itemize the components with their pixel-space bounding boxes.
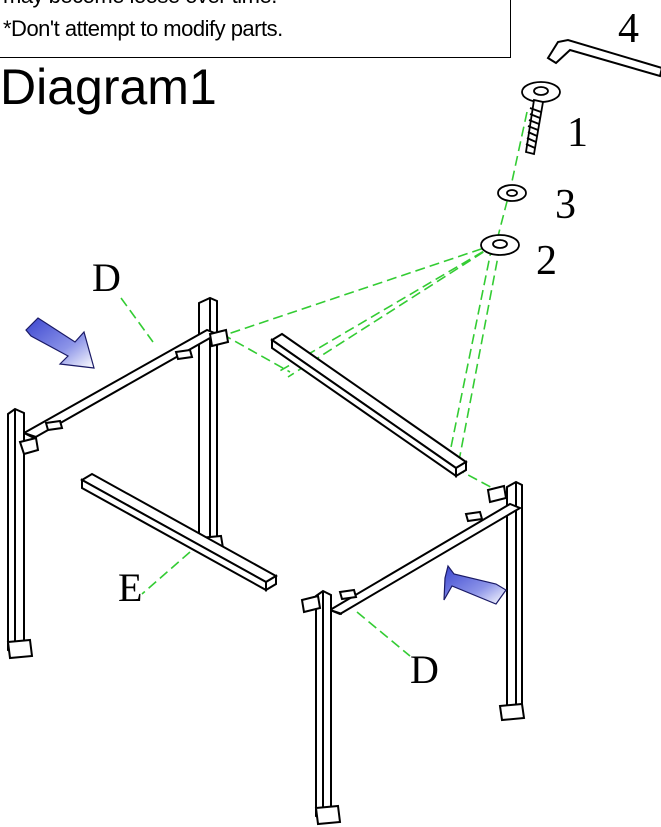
frame-d-front	[300, 480, 526, 826]
label-part-4: 4	[618, 6, 639, 52]
label-frame-d-front: D	[410, 647, 439, 692]
arrow-right-icon	[443, 564, 507, 605]
split-washer-icon	[497, 184, 527, 202]
label-part-2: 2	[536, 238, 557, 284]
diagram-title: Diagram1	[0, 59, 217, 115]
bolt-icon	[521, 81, 561, 156]
label-crossbar-e: E	[118, 565, 143, 610]
label-part-3: 3	[555, 182, 576, 228]
arrow-left-icon	[25, 317, 95, 369]
hex-key-icon	[546, 38, 661, 78]
label-part-1: 1	[567, 110, 588, 156]
note-line-loose: may become loose over time.	[3, 0, 277, 9]
note-line-modify: *Don't attempt to modify parts.	[3, 16, 283, 41]
warning-notes: may become loose over time. *Don't attem…	[0, 0, 511, 58]
frame-d-back	[6, 296, 230, 660]
flat-washer-icon	[480, 234, 520, 256]
crossbar-upper	[270, 332, 468, 478]
crossbar-e	[79, 472, 279, 592]
label-frame-d-back: D	[92, 255, 121, 300]
